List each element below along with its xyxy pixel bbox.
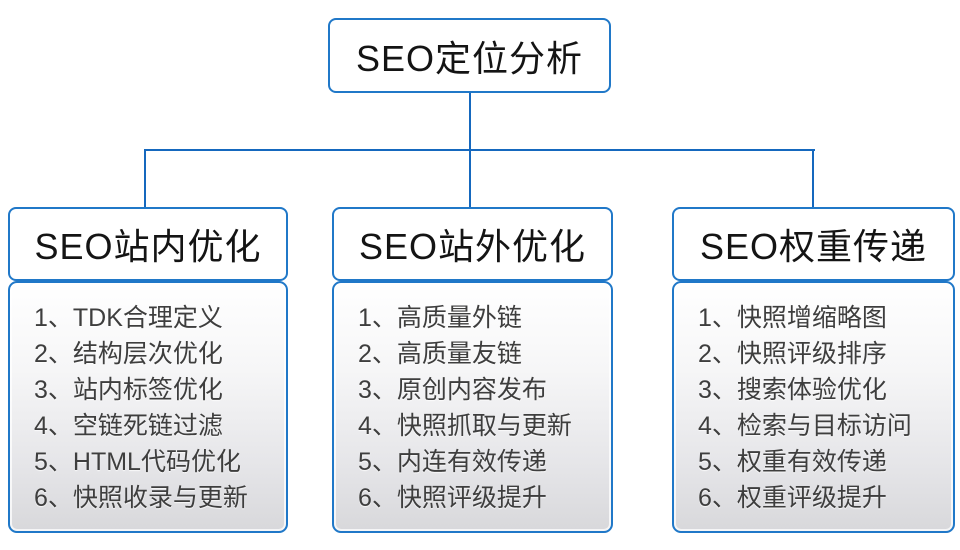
list-item: 1、高质量外链 — [358, 304, 522, 332]
root-node-title: SEO定位分析 — [355, 37, 584, 79]
column-onsite-title: SEO站内优化 — [34, 226, 262, 267]
connector-drop-right — [812, 149, 814, 207]
column-weight-panel: 1、快照增缩略图 2、快照评级排序 3、搜索体验优化 4、检索与目标访问 5、权… — [672, 281, 955, 533]
list-item: 5、内连有效传递 — [358, 448, 547, 476]
column-weight-title: SEO权重传递 — [699, 226, 928, 267]
list-item: 6、快照评级提升 — [358, 484, 547, 512]
connector-drop-left — [144, 149, 146, 207]
list-item: 6、快照收录与更新 — [34, 484, 248, 512]
list-item: 4、快照抓取与更新 — [358, 412, 572, 440]
connector-crossbar — [144, 149, 815, 151]
column-offsite-title: SEO站外优化 — [358, 226, 587, 267]
root-node: SEO定位分析 — [328, 18, 611, 93]
list-item: 5、权重有效传递 — [698, 448, 887, 476]
list-item: 3、站内标签优化 — [34, 376, 223, 404]
column-offsite-panel: 1、高质量外链 2、高质量友链 3、原创内容发布 4、快照抓取与更新 5、内连有… — [332, 281, 613, 533]
list-item: 4、空链死链过滤 — [34, 412, 223, 440]
list-item: 1、TDK合理定义 — [34, 304, 223, 332]
list-item: 2、快照评级排序 — [698, 340, 887, 368]
list-item: 3、搜索体验优化 — [698, 376, 887, 404]
list-item: 3、原创内容发布 — [358, 376, 547, 404]
list-item: 2、结构层次优化 — [34, 340, 223, 368]
list-item: 6、权重评级提升 — [698, 484, 887, 512]
list-item: 5、HTML代码优化 — [34, 448, 241, 476]
column-weight-header: SEO权重传递 — [672, 207, 955, 281]
list-item: 1、快照增缩略图 — [698, 304, 887, 332]
column-onsite-panel: 1、TDK合理定义 2、结构层次优化 3、站内标签优化 4、空链死链过滤 5、H… — [8, 281, 288, 533]
list-item: 4、检索与目标访问 — [698, 412, 912, 440]
column-offsite-header: SEO站外优化 — [332, 207, 613, 281]
column-onsite-header: SEO站内优化 — [8, 207, 288, 281]
list-item: 2、高质量友链 — [358, 340, 522, 368]
